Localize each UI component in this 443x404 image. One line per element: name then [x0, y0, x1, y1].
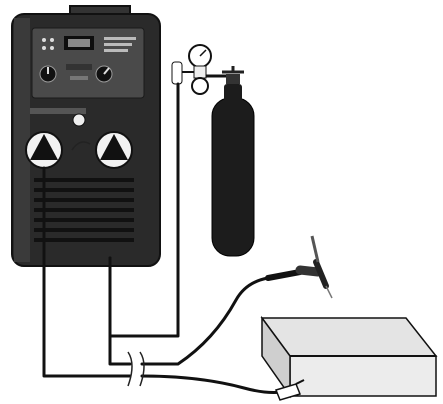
- regulator-ring: [192, 78, 208, 94]
- clamp-body: [276, 384, 300, 400]
- brand-plate: [30, 108, 86, 114]
- panel-label-mark: [104, 49, 128, 52]
- cable-break-mark: [128, 352, 132, 386]
- regulator-body: [194, 66, 206, 78]
- ground-cable: [142, 376, 282, 393]
- positive-socket: [96, 132, 132, 168]
- display-digits: [68, 39, 90, 47]
- panel-label-mark: [104, 43, 132, 46]
- indicator-led: [50, 46, 54, 50]
- torch-handle: [300, 270, 318, 272]
- torch-hose-end: [268, 272, 300, 278]
- flowmeter: [172, 62, 182, 84]
- cylinder-valve: [226, 74, 240, 84]
- workpiece: [262, 318, 436, 396]
- switch-indicator: [70, 76, 88, 80]
- valve-handle: [222, 66, 244, 72]
- negative-socket: [26, 132, 62, 168]
- cable-break-mark: [140, 352, 144, 386]
- torch-cable-start: [110, 258, 130, 364]
- torch-cap: [312, 236, 318, 262]
- tig-torch: [268, 236, 332, 298]
- panel-label-mark: [104, 37, 136, 40]
- welding-machine: [12, 6, 160, 266]
- cylinder-neck: [224, 84, 242, 102]
- cylinder-body: [212, 98, 254, 256]
- plate-top: [262, 318, 436, 356]
- tungsten-electrode: [326, 286, 332, 298]
- plate-bottom: [290, 356, 436, 396]
- machine-side: [14, 18, 30, 262]
- switch: [66, 64, 92, 70]
- indicator-led: [42, 46, 46, 50]
- indicator-led: [50, 38, 54, 42]
- gas-cylinder: [212, 66, 254, 256]
- torch-cable: [142, 278, 268, 364]
- indicator-led: [42, 38, 46, 42]
- pressure-regulator: [172, 45, 226, 94]
- gas-outlet: [73, 114, 85, 126]
